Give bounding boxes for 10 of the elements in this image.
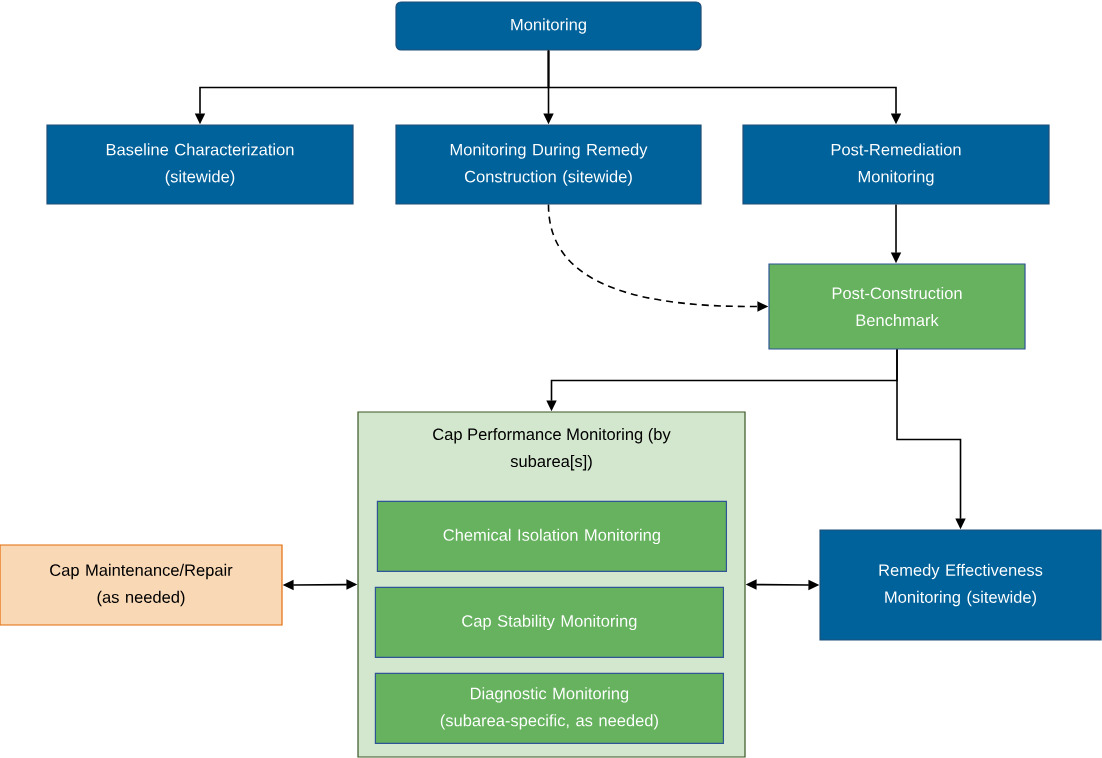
process-box: Post-Construction Benchmark — [768, 263, 1026, 350]
process-box: Baseline Characterization (sitewide) — [46, 124, 354, 205]
process-box: Cap Stability Monitoring — [374, 586, 724, 658]
process-box: Remedy Effectiveness Monitoring (sitewide) — [819, 529, 1102, 641]
process-box: Post-Remediation Monitoring — [742, 124, 1050, 205]
process-box: Monitoring — [395, 1, 702, 51]
process-box: Diagnostic Monitoring (subarea-specific, as needed) — [374, 672, 724, 744]
process-box: Cap Maintenance/Repair (as needed) — [0, 544, 283, 626]
process-box: Chemical Isolation Monitoring — [376, 500, 727, 572]
process-box: Monitoring During Remedy Construction (sitewide) — [395, 124, 702, 205]
